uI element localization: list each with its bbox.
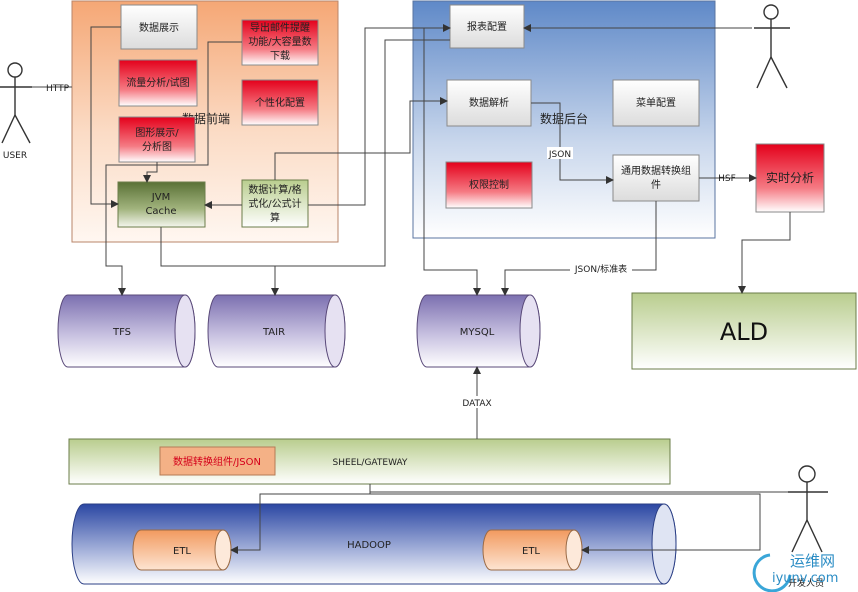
admin-actor-icon (754, 4, 790, 89)
jvm-cache-line1: JVM (151, 192, 170, 203)
json-label: JSON (548, 150, 571, 160)
export-to-tfs-arrow (105, 41, 242, 296)
jvm-cache-box (117, 181, 206, 228)
tfs-label: TFS (112, 327, 131, 338)
graph-display-line2: 分析图 (142, 140, 172, 153)
realtime-to-ald-arrow (738, 212, 791, 294)
mysql-cylinder (416, 294, 541, 368)
json-label-bg (547, 147, 573, 159)
menu-config-label: 菜单配置 (636, 97, 676, 109)
calc-to-parse-arrow (274, 97, 448, 180)
jvm-cache-line2: Cache (145, 206, 176, 217)
traffic-analysis-label: 流量分析/试图 (126, 76, 189, 89)
tfs-cylinder (57, 294, 196, 368)
ald-label: ALD (720, 318, 768, 346)
hsf-label: HSF (718, 174, 736, 184)
converter-line2: 件 (651, 179, 661, 191)
datax-label: DATAX (462, 399, 491, 409)
etl-left-label: ETL (173, 546, 191, 557)
menu-config-box (612, 79, 700, 127)
developer-label: 开发人员 (788, 577, 824, 589)
data-calc-line3: 算 (270, 211, 280, 224)
etl-right-label: ETL (522, 546, 540, 557)
traffic-analysis-box (118, 59, 198, 107)
gateway-to-etl-left-arrow (230, 484, 371, 554)
data-display-label: 数据展示 (139, 21, 179, 34)
ald-box (631, 292, 857, 370)
converter-line1: 通用数据转换组 (621, 164, 691, 177)
gateway-label: SHEEL/GATEWAY (333, 458, 408, 468)
graph-to-cache-arrow (143, 162, 158, 183)
parse-to-converter-arrow (531, 102, 614, 184)
etl-left-cylinder (132, 529, 232, 571)
display-to-cache-arrow (90, 26, 121, 208)
report-config-label: 报表配置 (467, 20, 507, 33)
cache-to-tair-arrow (160, 227, 279, 296)
export-mail-line3: 下载 (270, 50, 290, 62)
calc-to-report-arrow (308, 24, 451, 206)
converter-box (612, 154, 700, 202)
http-label: HTTP (46, 84, 70, 94)
backend-title: 数据后台 (540, 111, 588, 126)
json-standard-label-bg (570, 262, 632, 274)
data-display-box (120, 4, 198, 50)
cache-to-backend-line (275, 39, 450, 267)
graph-display-box (118, 116, 196, 163)
gateway-to-etl-right-arrow (370, 493, 761, 554)
mysql-label: MYSQL (460, 327, 495, 338)
iyunv-logo (752, 553, 792, 592)
user-actor-icon (0, 62, 32, 144)
user-label: USER (3, 151, 27, 161)
graph-display-line1: 图形展示/ (135, 127, 179, 139)
data-parse-box (446, 79, 532, 127)
report-config-box (449, 4, 525, 49)
data-calc-line2: 式化/公式计 (248, 197, 301, 210)
report-to-mysql-arrow (423, 28, 481, 296)
export-mail-line2: 功能/大容量数 (248, 35, 311, 48)
converter-json-box (159, 446, 276, 476)
export-mail-line1: 导出邮件提醒 (250, 21, 310, 34)
hadoop-label: HADOOP (347, 540, 391, 551)
permission-label: 权限控制 (469, 178, 509, 191)
datax-label-bg (461, 396, 493, 408)
data-parse-label: 数据解析 (469, 96, 509, 109)
etl-right-cylinder (482, 529, 583, 571)
realtime-analysis-box (755, 143, 825, 213)
data-calc-box (241, 179, 309, 228)
tair-label: TAIR (262, 327, 285, 338)
data-calc-line1: 数据计算/格 (248, 183, 301, 196)
converter-json-label: 数据转换组件/JSON (173, 455, 261, 468)
tair-cylinder (207, 294, 346, 368)
personalization-box (241, 79, 319, 126)
personalization-label: 个性化配置 (255, 96, 305, 109)
watermark-url: iyunv.com (772, 571, 838, 586)
watermark-brand: 运维网 (790, 552, 835, 570)
permission-box (445, 161, 533, 209)
json-standard-label: JSON/标准表 (574, 263, 627, 275)
developer-actor-icon (788, 465, 828, 553)
realtime-analysis-label: 实时分析 (766, 170, 814, 185)
